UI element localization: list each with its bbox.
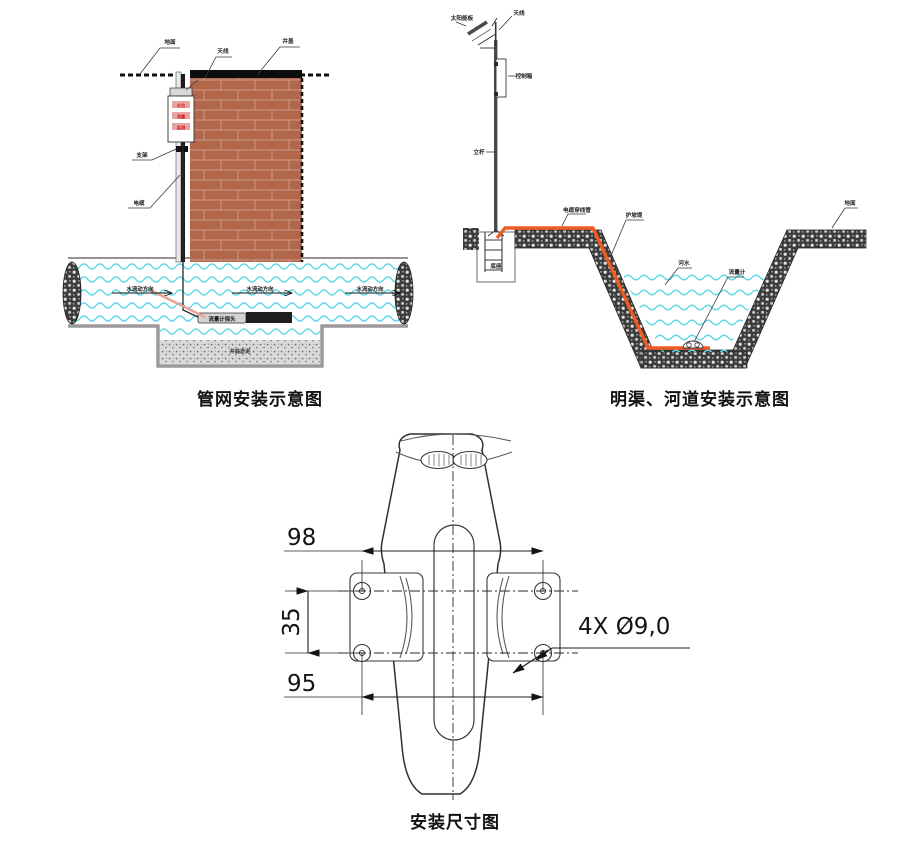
transducers	[420, 450, 488, 470]
label-silt: 井底淤泥	[230, 347, 252, 355]
device-line-1: 水位	[177, 102, 186, 109]
label-manhole-cover: 井盖	[282, 37, 294, 45]
well-pit: 底座	[476, 229, 516, 283]
device-line-3: 监测	[177, 124, 185, 131]
pole-callout: 立杆	[473, 148, 494, 156]
label-cable-conduit: 电缆穿线管	[563, 206, 591, 214]
figure-title-mounting-dimensions: 安装尺寸图	[410, 813, 500, 833]
manhole-silt: 井底淤泥	[160, 340, 320, 364]
label-flow-1: 水流动方向	[127, 285, 154, 293]
cable-conduit: 电缆穿线管	[495, 206, 710, 350]
antenna-wire	[185, 79, 199, 91]
pipe-cut-faces	[62, 261, 414, 325]
dimension-95: 95	[287, 671, 544, 701]
ground-callout-2: 地面	[831, 199, 858, 229]
sensor-cable	[182, 142, 201, 319]
extension-lines	[284, 550, 544, 715]
figure-mounting-dimensions: 98 35 95 4X Ø9,0	[279, 433, 690, 800]
label-sensor: 流量计探头	[209, 315, 237, 323]
label-ground: 地面	[164, 38, 176, 46]
label-flow-3: 水流动方向	[357, 285, 384, 293]
hole-callout: 4X Ø9,0	[512, 614, 690, 674]
label-antenna-2: 天线	[513, 9, 525, 17]
brick-shaft	[190, 78, 304, 262]
label-antenna: 天线	[217, 47, 229, 55]
dimension-98: 98	[287, 525, 544, 555]
mounting-plate-left	[349, 572, 424, 663]
water-callout: 河水	[664, 259, 692, 286]
label-bank-slope: 护坡堤	[626, 211, 643, 219]
hole-callout-text: 4X Ø9,0	[578, 614, 670, 640]
flow-arrows: 水流动方向 水流动方向 水流动方向	[112, 285, 400, 293]
label-water: 河水	[678, 259, 690, 267]
device-body	[380, 433, 513, 795]
channel-water	[621, 272, 768, 352]
label-cable: 电缆	[133, 199, 145, 207]
label-control-box: 控制箱	[516, 72, 533, 80]
figure-title-open-channel: 明渠、河道安装示意图	[610, 390, 790, 410]
mounting-plate-right	[486, 572, 561, 663]
figure-title-pipe-network: 管网安装示意图	[197, 390, 323, 410]
control-box: 控制箱	[494, 58, 533, 98]
device-line-2: 流量	[177, 113, 186, 120]
manhole-cover	[190, 70, 302, 78]
flow-meter: 流量计	[682, 268, 746, 349]
figure-open-channel: 天线 太阳能板 控制箱 立杆	[451, 9, 867, 369]
figure-pipe-network: 井底淤泥 水位 流量	[62, 37, 414, 368]
label-flow-meter: 流量计	[729, 268, 746, 276]
label-flow-2: 水流动方向	[247, 285, 274, 293]
monitoring-device: 水位 流量 监测	[167, 87, 195, 143]
solar-panel: 太阳能板	[451, 14, 496, 49]
label-pole: 立杆	[473, 148, 485, 156]
left-bank	[463, 228, 479, 250]
dimension-95-text: 95	[287, 671, 316, 697]
dimension-35-text: 35	[279, 607, 305, 636]
label-bracket: 支架	[135, 151, 148, 159]
label-ground-2: 地面	[844, 199, 856, 207]
channel-structure	[514, 229, 867, 369]
bank-slope-callout: 护坡堤	[609, 211, 644, 259]
label-base: 底座	[490, 262, 502, 270]
mounting-pole	[494, 22, 498, 240]
dimension-35: 35	[279, 587, 320, 657]
flow-sensor: 流量计探头	[149, 288, 292, 324]
dimension-98-text: 98	[287, 525, 316, 551]
pipe-callouts: 地面 天线 井盖 支架 电缆	[128, 37, 300, 209]
label-solar-panel: 太阳能板	[451, 14, 474, 22]
